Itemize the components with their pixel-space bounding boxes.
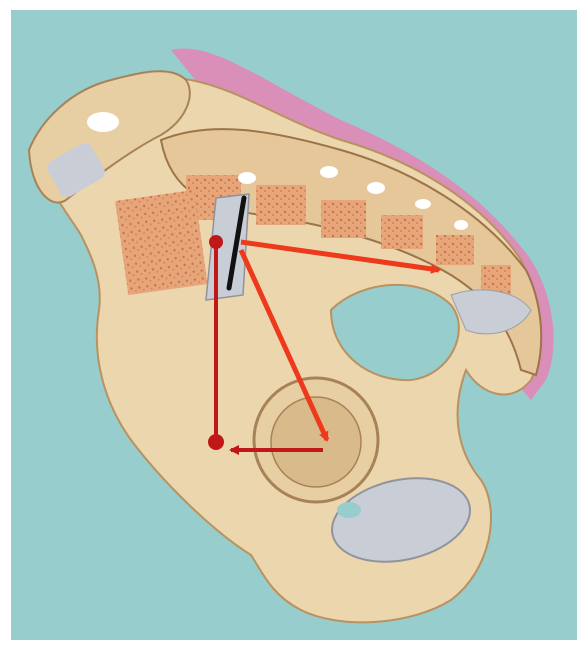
pelvis-illustration	[11, 10, 577, 640]
illustration-panel	[11, 10, 577, 640]
obturator-canal	[337, 502, 361, 518]
top-dot	[209, 235, 223, 249]
bottom-dot	[208, 434, 224, 450]
foramen	[87, 112, 119, 132]
